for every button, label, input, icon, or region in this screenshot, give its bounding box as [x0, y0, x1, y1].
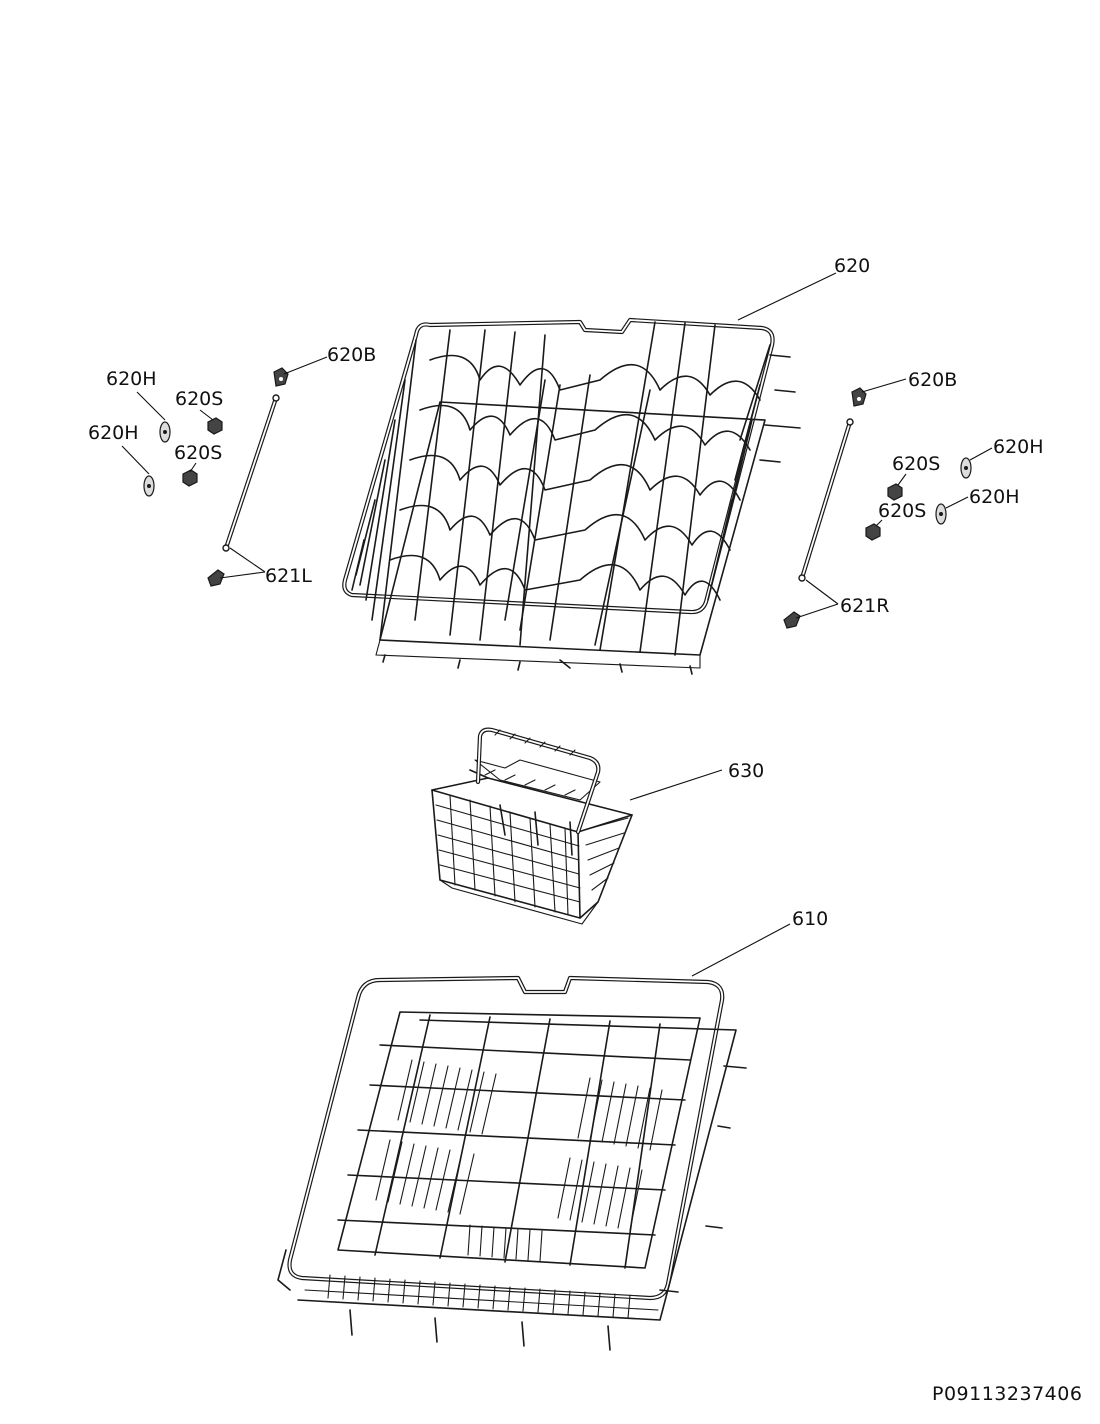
stopper-620b-left[interactable]	[273, 367, 289, 387]
callout-630: 630	[728, 760, 764, 782]
end-cap-621r[interactable]	[783, 611, 801, 629]
wheel-620h-left-2[interactable]	[143, 475, 155, 497]
leader-621r-a	[805, 579, 839, 605]
document-number: P09113237406	[932, 1383, 1082, 1405]
stopper-620b-right[interactable]	[851, 387, 867, 407]
leader-620h-right-2	[945, 496, 969, 509]
callout-610: 610	[792, 908, 828, 930]
wheel-620h-left-1[interactable]	[159, 421, 171, 443]
leader-620s-left-1	[199, 409, 214, 421]
leader-620h-right-1	[969, 447, 993, 461]
end-cap-621l[interactable]	[207, 569, 225, 587]
leader-620s-right-1	[897, 473, 907, 486]
leader-610	[691, 923, 791, 977]
wheel-620h-right-1[interactable]	[960, 457, 972, 479]
rail-621l[interactable]	[222, 394, 280, 552]
leader-630	[629, 769, 723, 801]
leader-620h-left-2	[121, 445, 150, 475]
callout-620h-right-1: 620H	[993, 436, 1044, 458]
callout-620s-right-2: 620S	[878, 500, 926, 522]
leader-621r-b	[795, 603, 839, 619]
callout-620h-right-2: 620H	[969, 486, 1020, 508]
callout-620s-left-1: 620S	[175, 388, 223, 410]
callout-620b-right: 620B	[908, 369, 957, 391]
rail-621r[interactable]	[798, 418, 854, 582]
leader-621l-b	[219, 571, 266, 579]
callout-621r: 621R	[840, 595, 889, 617]
leader-620	[737, 272, 837, 321]
leader-620s-right-2	[875, 519, 883, 527]
lower-basket-610[interactable]	[277, 975, 747, 1351]
callout-620h-left-1: 620H	[106, 368, 157, 390]
cutlery-basket-630[interactable]	[431, 727, 633, 925]
screw-620s-left-1[interactable]	[207, 417, 223, 435]
leader-620b-right	[861, 378, 907, 393]
callout-labels: 620 620B 620H 620S 620H 620S 621L 620B 6…	[88, 255, 1044, 930]
callout-621l: 621L	[265, 565, 312, 587]
callout-620s-left-2: 620S	[174, 442, 222, 464]
callout-620b-left: 620B	[327, 344, 376, 366]
callout-620s-right-1: 620S	[892, 453, 940, 475]
leader-621l-a	[229, 547, 266, 573]
leader-620s-left-2	[189, 462, 197, 473]
callout-620h-left-2: 620H	[88, 422, 139, 444]
screw-620s-right-2[interactable]	[865, 523, 881, 541]
leader-lines	[121, 272, 993, 977]
wheel-620h-right-2[interactable]	[935, 503, 947, 525]
screw-620s-left-2[interactable]	[182, 469, 198, 487]
callout-620: 620	[834, 255, 870, 277]
leader-620h-left-1	[136, 391, 166, 421]
upper-basket-620[interactable]	[342, 317, 801, 675]
screw-620s-right-1[interactable]	[887, 483, 903, 501]
leader-620b-left	[283, 356, 328, 375]
